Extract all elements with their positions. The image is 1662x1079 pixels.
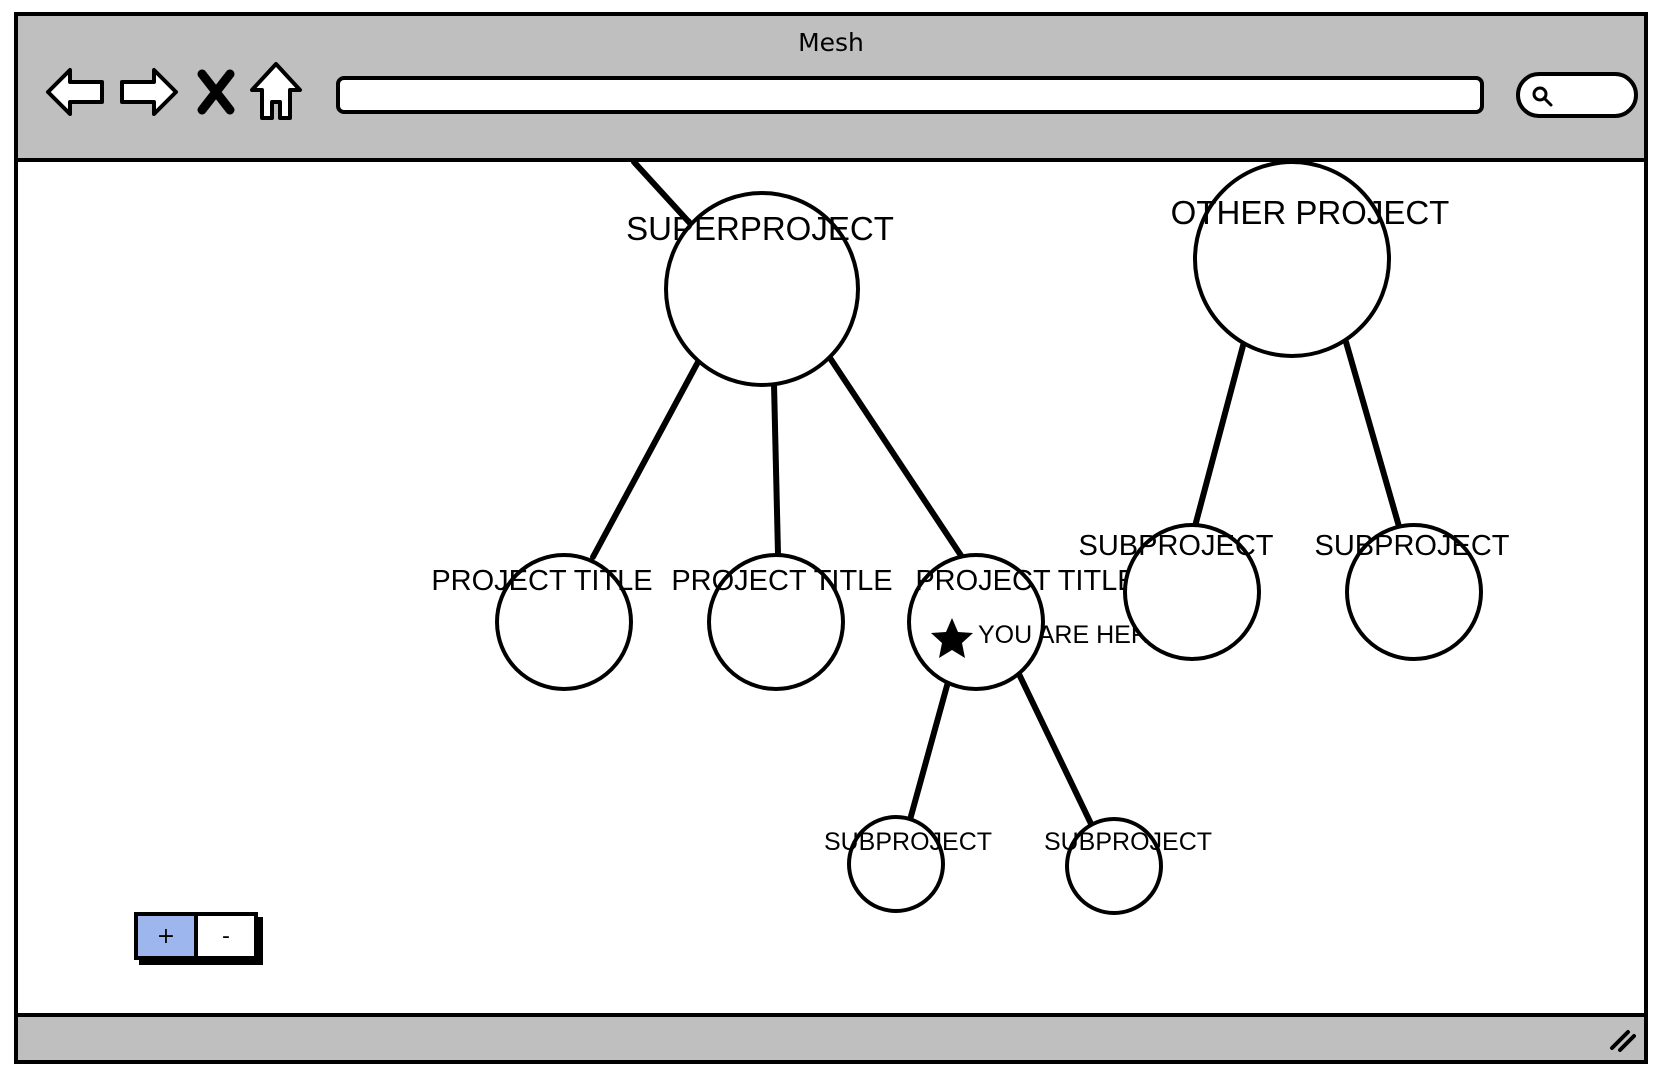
- node-superproject[interactable]: SUPERPROJECT: [626, 191, 894, 387]
- edge-superproject-project-3: [827, 355, 965, 560]
- node-label: SUBPROJECT: [1315, 530, 1510, 562]
- stop-button[interactable]: [194, 60, 238, 124]
- star-icon: [931, 618, 973, 658]
- node-circle: [1193, 162, 1391, 358]
- node-circle: [1345, 523, 1483, 661]
- node-subproject-a[interactable]: SUBPROJECT: [824, 815, 992, 913]
- edge-other-sub-b: [1343, 339, 1403, 533]
- search-input[interactable]: [1516, 72, 1638, 118]
- zoom-out-button[interactable]: -: [198, 916, 254, 956]
- node-label: PROJECT TITLE: [671, 565, 892, 597]
- status-bar: [18, 1013, 1644, 1060]
- graph-edges: [590, 162, 1403, 833]
- node-label: SUPERPROJECT: [626, 210, 894, 247]
- node-other-subproject-b[interactable]: SUBPROJECT: [1315, 523, 1510, 661]
- edge-other-sub-a: [1191, 339, 1247, 533]
- back-button[interactable]: [44, 60, 108, 124]
- edge-parent-superproject: [631, 162, 701, 235]
- node-circle: [495, 553, 633, 691]
- node-circle: [847, 815, 945, 913]
- node-subproject-b[interactable]: SUBPROJECT: [1044, 817, 1212, 915]
- home-button[interactable]: [244, 60, 308, 124]
- node-circle: [1123, 523, 1261, 661]
- back-arrow-icon: [46, 68, 104, 116]
- node-circle: [664, 191, 860, 387]
- address-bar[interactable]: [336, 76, 1484, 114]
- node-project-3[interactable]: PROJECT TITLE YOU ARE HERE: [907, 553, 1166, 691]
- node-label: SUBPROJECT: [824, 828, 992, 856]
- node-other-project[interactable]: OTHER PROJECT: [1171, 162, 1450, 358]
- node-other-subproject-a[interactable]: SUBPROJECT: [1079, 523, 1274, 661]
- edge-superproject-project-1: [590, 359, 701, 560]
- edge-project-3-sub-b: [1015, 669, 1097, 833]
- browser-toolbar: Mesh: [18, 16, 1644, 162]
- close-icon: [197, 69, 235, 115]
- node-label: SUBPROJECT: [1044, 828, 1212, 856]
- home-icon: [250, 62, 302, 120]
- node-circle: [707, 553, 845, 691]
- window-title: Mesh: [798, 28, 864, 57]
- browser-window: Mesh: [14, 12, 1648, 1064]
- node-project-1[interactable]: PROJECT TITLE: [431, 553, 653, 691]
- node-label: PROJECT TITLE: [915, 565, 1136, 597]
- node-label: SUBPROJECT: [1079, 530, 1274, 562]
- resize-grip-icon[interactable]: [1606, 1024, 1636, 1054]
- canvas-area[interactable]: SUPERPROJECT PROJECT TITLE PROJECT TITLE…: [18, 162, 1644, 1025]
- search-icon: [1532, 86, 1553, 107]
- node-project-2[interactable]: PROJECT TITLE: [671, 553, 893, 691]
- forward-button[interactable]: [116, 60, 180, 124]
- node-circle: [1065, 817, 1163, 915]
- zoom-controls: + -: [134, 912, 258, 960]
- node-label: OTHER PROJECT: [1171, 194, 1450, 231]
- forward-arrow-icon: [120, 68, 178, 116]
- node-label: PROJECT TITLE: [431, 565, 652, 597]
- edge-project-3-sub-a: [905, 679, 951, 830]
- project-graph[interactable]: SUPERPROJECT PROJECT TITLE PROJECT TITLE…: [18, 162, 1644, 1025]
- zoom-in-button[interactable]: +: [138, 916, 198, 956]
- edge-superproject-project-2: [771, 381, 781, 557]
